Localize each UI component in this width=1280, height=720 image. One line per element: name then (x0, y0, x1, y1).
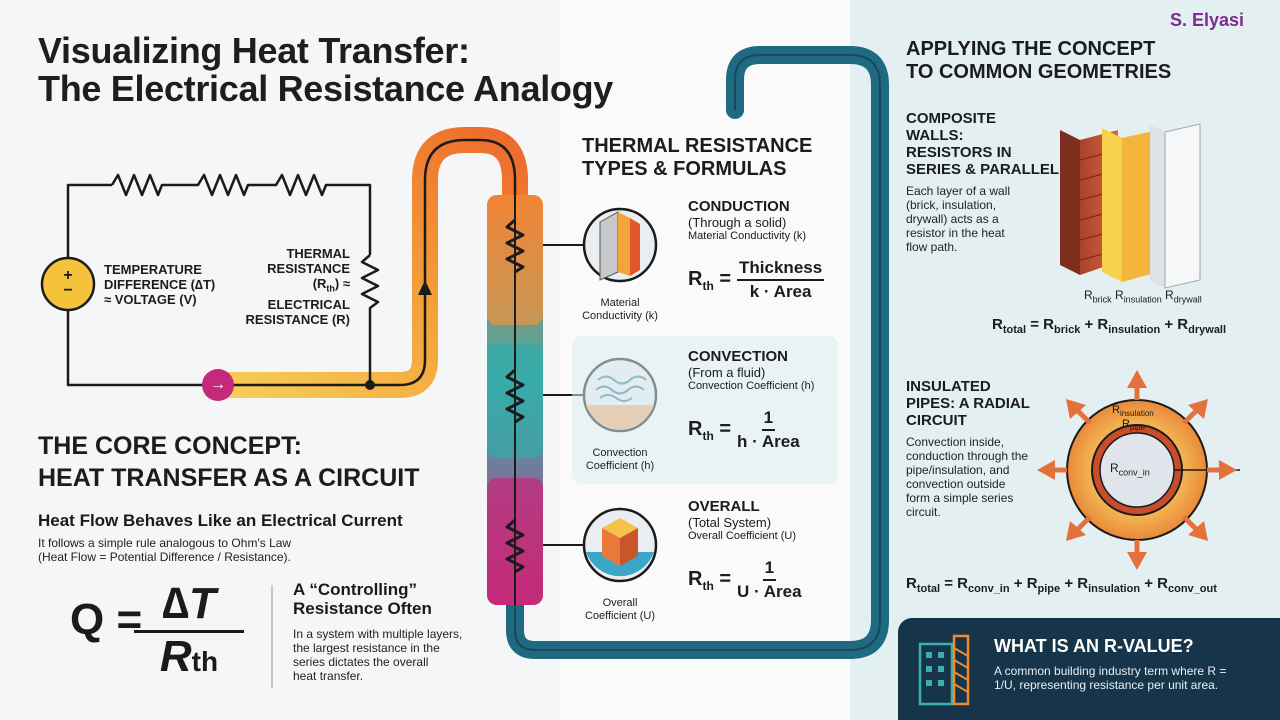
equation-denominator: Rth (159, 632, 219, 681)
rvalue-desc-2: 1/U, representing resistance per unit ar… (994, 678, 1219, 692)
geometries-heading-line-1: APPLYING THE CONCEPT (906, 38, 1156, 60)
walls-heading-3: RESISTORS IN (906, 144, 1012, 161)
convection-desc: Convection Coefficient (h) (688, 380, 815, 392)
overall-title: OVERALL (688, 498, 760, 515)
overall-subtitle: (Total System) (688, 515, 772, 530)
conduction-block: CONDUCTION (Through a solid) Material Co… (688, 198, 806, 243)
pipes-desc-2: conduction through the (906, 449, 1029, 463)
res-label-line-2: RESISTANCE (267, 261, 350, 276)
conduction-subtitle: (Through a solid) (688, 215, 787, 230)
core-subheading: Heat Flow Behaves Like an Electrical Cur… (38, 511, 403, 530)
controlling-desc-line-2: the largest resistance in the (293, 641, 440, 655)
walls-total-equation: Rtotal = Rbrick + Rinsulation + Rdrywall (992, 316, 1227, 336)
controlling-heading-line-1: A “Controlling” (293, 580, 418, 599)
core-heading-line-2: HEAT TRANSFER AS A CIRCUIT (38, 464, 420, 492)
types-heading-line-1: THERMAL RESISTANCE (582, 135, 813, 157)
core-desc-line-1: It follows a simple rule analogous to Oh… (38, 536, 292, 550)
equation-numerator: ∆T (134, 580, 244, 633)
wall-layer-labels: Rbrick Rinsulation Rdrywall (1084, 288, 1202, 305)
conduction-caption-1: Material (600, 297, 640, 309)
author-label: S. Elyasi (1170, 10, 1245, 30)
pipes-heading-2: PIPES: A RADIAL (906, 395, 1030, 412)
walls-desc-4: resistor in the heat (906, 226, 1005, 240)
pipes-heading-3: CIRCUIT (906, 412, 967, 429)
source-plus-sign: + (63, 267, 73, 284)
res-label-line-4: RESISTANCE (R) (245, 311, 350, 327)
convection-title: CONVECTION (688, 348, 789, 365)
building-icon (918, 634, 970, 706)
page-title-line-2: The Electrical Resistance Analogy (38, 68, 613, 109)
types-heading-line-2: TYPES & FORMULAS (582, 158, 787, 180)
rvalue-desc-1: A common building industry term where R … (994, 664, 1227, 678)
overall-desc: Overall Coefficient (U) (688, 530, 796, 542)
pipes-total-equation: Rtotal = Rconv_in + Rpipe + Rinsulation … (906, 575, 1217, 595)
temp-label-line-3: ≈ VOLTAGE (V) (104, 292, 197, 307)
resistor-convection (505, 368, 525, 424)
walls-desc-3: drywall) acts as a (906, 212, 999, 226)
core-desc-line-2: (Heat Flow = Potential Difference / Resi… (38, 550, 291, 564)
heat-loss-arrows (1037, 370, 1237, 570)
rvalue-heading: WHAT IS AN R-VALUE? (994, 636, 1194, 656)
conduction-title: CONDUCTION (688, 198, 790, 215)
convection-caption-2: Coefficient (h) (585, 460, 655, 472)
walls-heading-1: COMPOSITE (906, 110, 997, 127)
electrical-circuit (66, 173, 380, 387)
walls-desc-2: (brick, insulation, (906, 198, 997, 212)
conduction-desc: Material Conductivity (k) (688, 230, 806, 242)
flow-arrow-circle (202, 369, 234, 401)
pipes-desc-3: pipe/insulation, and (906, 463, 1010, 477)
pipe-label-pipe: Rpipe (1122, 418, 1146, 433)
conduction-caption-2: Conductivity (k) (582, 310, 658, 322)
core-heading-line-1: THE CORE CONCEPT: (38, 432, 302, 460)
walls-heading-2: WALLS: (906, 127, 964, 144)
source-minus-sign: − (63, 282, 73, 299)
controlling-desc-line-3: series dictates the overall (293, 655, 429, 669)
controlling-desc-line-1: In a system with multiple layers, (293, 627, 463, 641)
geometries-heading-line-2: TO COMMON GEOMETRIES (906, 61, 1172, 83)
pipes-desc-6: circuit. (906, 505, 941, 519)
pipes-desc-5: form a simple series (906, 491, 1014, 505)
temp-label-line-2: DIFFERENCE (∆T) (104, 277, 216, 292)
temp-label-line-1: TEMPERATURE (104, 262, 202, 277)
pipes-heading-1: INSULATED (906, 378, 991, 395)
pipes-desc-1: Convection inside, (906, 435, 1005, 449)
walls-desc-1: Each layer of a wall (906, 184, 1011, 198)
res-label-line-3: (Rth) ≈ ELECTRICAL (267, 276, 350, 312)
convection-block: CONVECTION (From a fluid) Convection Coe… (688, 348, 814, 393)
composite-wall-illustration (1060, 123, 1201, 289)
walls-heading-4: SERIES & PARALLEL (906, 161, 1060, 178)
pipes-desc-4: convection outside (906, 477, 1006, 491)
resistor-conduction (505, 218, 525, 274)
convection-highlight (572, 336, 838, 484)
resistor-overall (505, 518, 525, 574)
equation-q: Q = (70, 595, 143, 644)
pipe-label-conv-in: Rconv_in (1110, 461, 1150, 478)
temperature-source (40, 256, 96, 312)
overall-block: OVERALL (Total System) Overall Coefficie… (688, 498, 796, 543)
page-title-line-1: Visualizing Heat Transfer: (38, 30, 470, 71)
overall-caption-1: Overall (602, 597, 638, 609)
right-panel-background (840, 0, 1280, 720)
flow-arrow-icon: → (210, 376, 226, 393)
pipe-label-insulation: Rinsulation (1112, 404, 1154, 419)
controlling-heading-line-2: Resistance Often (293, 599, 432, 618)
controlling-desc-line-4: heat transfer. (293, 669, 364, 683)
overall-caption-2: Coefficient (U) (584, 610, 656, 622)
convection-subtitle: (From a fluid) (688, 365, 766, 380)
walls-desc-5: flow path. (906, 240, 958, 254)
convection-caption-1: Convection (592, 447, 648, 459)
rvalue-box: WHAT IS AN R-VALUE? A common building in… (898, 618, 1280, 720)
res-label-line-1: THERMAL (286, 246, 350, 261)
